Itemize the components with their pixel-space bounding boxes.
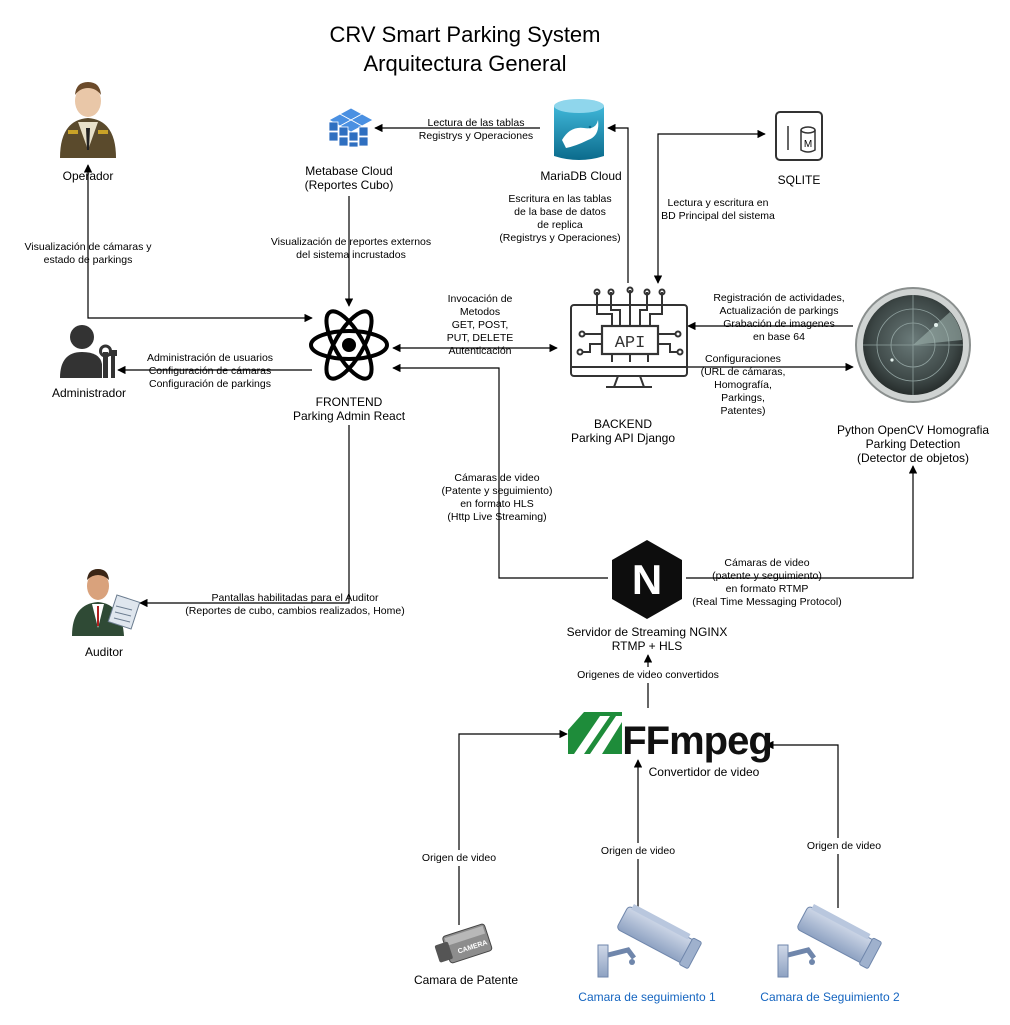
radar-icon: [855, 287, 971, 403]
edge-campatente-ffmpeg: [458, 729, 568, 925]
diagram-subtitle: Arquitectura General: [364, 51, 567, 76]
cam-seg2-node[interactable]: Camara de Seguimiento 2: [760, 902, 900, 1004]
edge-nginx-frontend: [392, 363, 608, 579]
ffmpeg-node[interactable]: FFmpeg Convertidor de video: [568, 712, 773, 779]
operador-node[interactable]: Operador: [60, 82, 116, 183]
edge-backend-mariadb: [607, 123, 629, 283]
edge-label-nginx-frontend: Cámaras de video(Patente y seguimiento)e…: [442, 472, 553, 523]
auditor-label: Auditor: [85, 645, 123, 659]
sqlite-label: SQLITE: [778, 173, 821, 187]
operador-label: Operador: [63, 169, 114, 183]
ffmpeg-label: Convertidor de video: [649, 765, 760, 779]
edge-label-nginx-python: Cámaras de video(patente y seguimiento)e…: [692, 557, 841, 608]
edge-label-camseg1-ffmpeg: Origen de video: [601, 845, 675, 857]
diagram-title: CRV Smart Parking System: [329, 22, 600, 47]
administrador-label: Administrador: [52, 386, 126, 400]
cam-seg1-label: Camara de seguimiento 1: [578, 990, 716, 1004]
svg-text:N: N: [632, 556, 662, 603]
auditor-node[interactable]: Auditor: [72, 569, 141, 659]
edge-nginx-python: [686, 465, 918, 579]
metabase-node[interactable]: Metabase Cloud(Reportes Cubo): [305, 107, 394, 192]
mariadb-label: MariaDB Cloud: [540, 169, 621, 183]
administrador-node[interactable]: Administrador: [52, 325, 126, 400]
ffmpeg-logo-icon: FFmpeg: [568, 712, 773, 763]
cctv-camera-icon: [777, 904, 882, 978]
cctv-camera-icon: [597, 904, 702, 978]
admin-person-wrench-icon: [60, 325, 117, 378]
svg-text:M: M: [804, 139, 812, 150]
edge-operador-frontend: [83, 164, 313, 323]
sqlite-db-icon: M: [775, 111, 823, 161]
cam-seg1-node[interactable]: Camara de seguimiento 1: [578, 902, 716, 1004]
react-atom-icon: [309, 309, 389, 381]
metabase-label: Metabase Cloud(Reportes Cubo): [305, 164, 394, 192]
edge-label-ffmpeg-nginx: Origenes de video convertidos: [577, 669, 719, 681]
api-monitor-icon: API: [570, 286, 688, 388]
sqlite-node[interactable]: M SQLITE: [775, 111, 823, 187]
mariadb-node[interactable]: MariaDB Cloud: [540, 99, 622, 183]
edge-label-frontend-auditor: Pantallas habilitadas para el Auditor(Re…: [185, 592, 404, 617]
camera-icon: CAMERA: [434, 923, 493, 964]
edge-label-camseg2-ffmpeg: Origen de video: [807, 840, 881, 852]
nginx-logo-icon: N: [612, 540, 682, 619]
edge-backend-sqlite: [653, 129, 766, 284]
edge-frontend-auditor: [139, 425, 350, 608]
cam-patente-label: Camara de Patente: [414, 973, 518, 987]
auditor-person-icon: [72, 569, 141, 636]
mariadb-seal-icon: [554, 99, 604, 160]
edge-label-campatente-ffmpeg: Origen de video: [422, 852, 496, 864]
svg-text:API: API: [615, 334, 646, 353]
edge-label-backend-python: Configuraciones(URL de cámaras,Homografí…: [701, 353, 786, 417]
svg-text:FFmpeg: FFmpeg: [622, 719, 772, 763]
metabase-cube-icon: [328, 107, 374, 148]
guard-person-icon: [60, 82, 116, 158]
cam-patente-node[interactable]: CAMERA Camara de Patente: [414, 923, 518, 987]
edge-label-python-backend: Registración de actividades,Actualizació…: [713, 292, 844, 343]
edge-camseg2-ffmpeg: [765, 740, 839, 908]
cam-seg2-label: Camara de Seguimiento 2: [760, 990, 900, 1004]
